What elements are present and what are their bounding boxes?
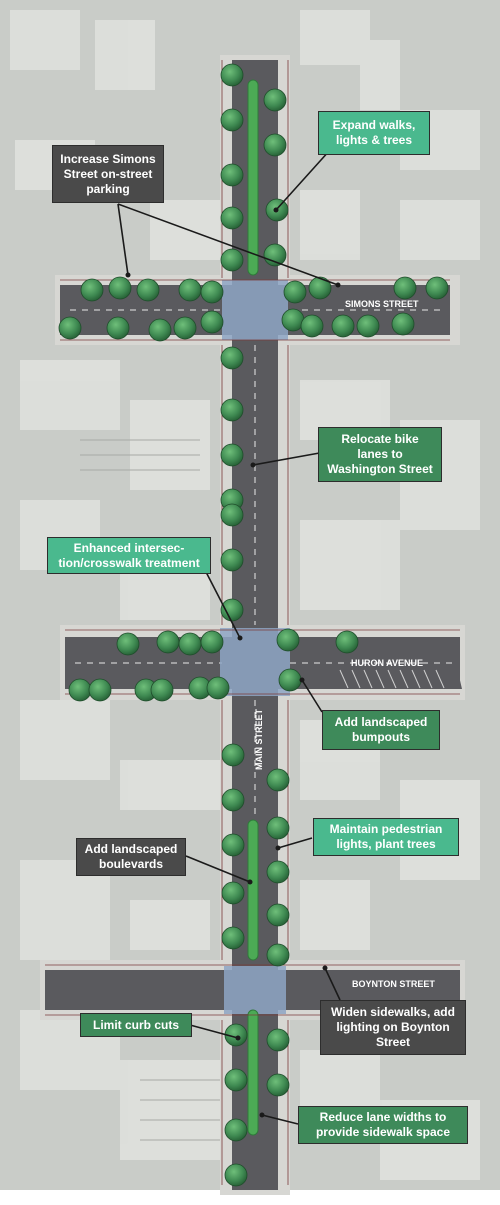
callout-leader-lines: [117, 149, 341, 1125]
callout-boynton-sidewalks: Widen sidewalks, add lighting on Boynton…: [320, 1000, 466, 1055]
callout-intersection: Enhanced intersec- tion/crosswalk treatm…: [47, 537, 211, 574]
callout-bumpouts: Add landscaped bumpouts: [322, 710, 440, 750]
landscaped-medians: [247, 79, 259, 1136]
callout-lane-widths: Reduce lane widths to provide sidewalk s…: [298, 1106, 468, 1144]
callout-boulevards: Add landscaped boulevards: [76, 838, 186, 876]
crosswalk-intersections: [220, 280, 290, 1014]
callout-bike-lanes: Relocate bike lanes to Washington Street: [318, 427, 442, 482]
simons-street-label: SIMONS STREET: [345, 299, 419, 309]
callout-curb-cuts: Limit curb cuts: [80, 1013, 192, 1037]
simons-intersection: [222, 280, 288, 340]
background-buildings: [10, 10, 480, 1180]
callout-leader-dots: [125, 207, 341, 1118]
callout-pedestrian-lights: Maintain pedestrian lights, plant trees: [313, 818, 459, 856]
callout-expand-walks: Expand walks, lights & trees: [318, 111, 430, 155]
parking-lot-stripes: [80, 439, 220, 1141]
boynton-intersection: [224, 966, 286, 1014]
boynton-street-label: BOYNTON STREET: [352, 979, 435, 989]
frame-margin: [0, 1190, 500, 1205]
huron-avenue-label: HURON AVENUE: [351, 658, 423, 668]
callout-simons-parking: Increase Simons Street on-street parking: [52, 145, 164, 203]
main-street-label: MAIN STREET: [254, 708, 264, 770]
parking-stalls-huron: [339, 669, 445, 689]
street-trees: [58, 63, 449, 1187]
